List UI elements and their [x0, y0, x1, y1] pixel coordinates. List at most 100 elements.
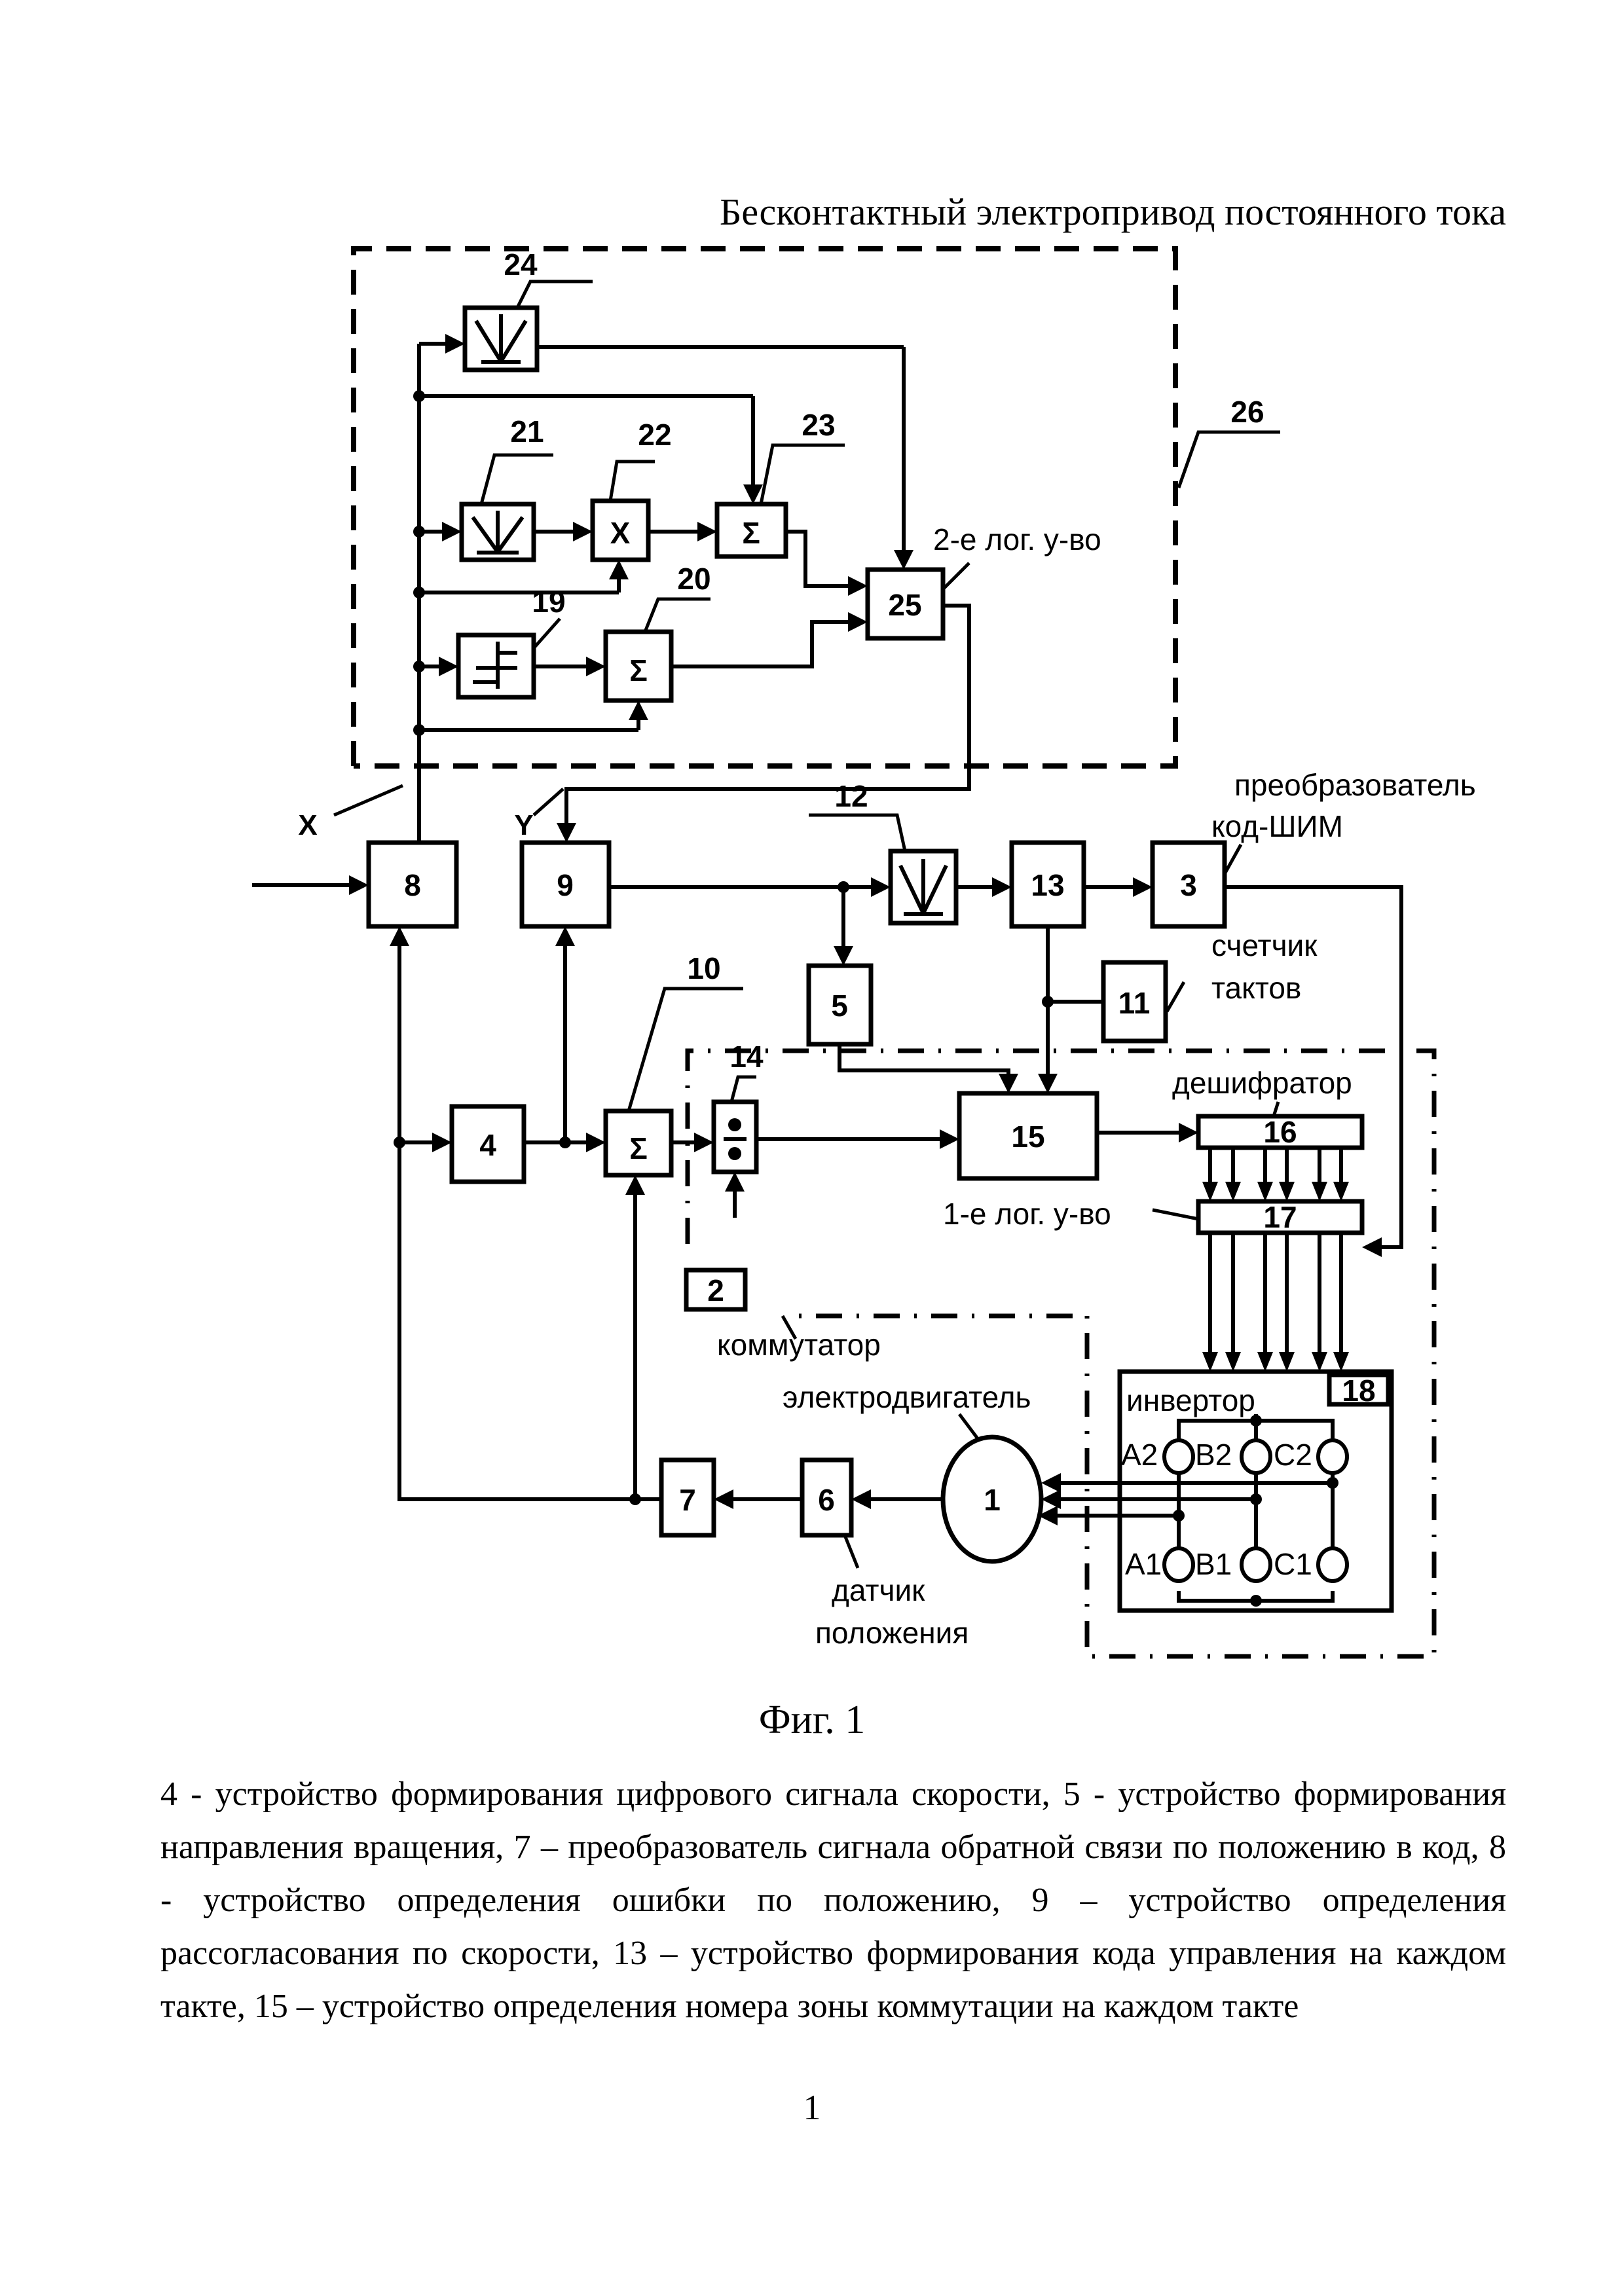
- switch-c2-label: C2: [1274, 1438, 1312, 1472]
- block-15-zone-number: 15: [957, 1091, 1099, 1181]
- feedback-bus: [390, 926, 645, 1505]
- page-number: 1: [803, 2088, 821, 2127]
- block-24-rectifier: 24: [462, 247, 593, 373]
- label-26: 26: [1230, 395, 1264, 429]
- switch-b2-label: B2: [1195, 1438, 1232, 1472]
- label-22: 22: [638, 418, 671, 452]
- arrow-into-17-side: [1362, 1237, 1382, 1257]
- phase-lines: [1038, 1473, 1338, 1525]
- converter-label-line1: преобразователь: [1234, 768, 1476, 802]
- label-18: 18: [1342, 1374, 1375, 1408]
- wire-23-25: [786, 530, 855, 588]
- block-10-summator: Σ 10: [603, 951, 743, 1178]
- arrow-into-9-bottom: [555, 926, 575, 946]
- label-19: 19: [532, 585, 565, 619]
- switch-c1: [1316, 1546, 1349, 1583]
- unit-26-boundary: [351, 246, 1178, 769]
- multiply-symbol: X: [610, 516, 631, 550]
- block-21-rectifier: 21: [459, 414, 553, 562]
- switch-a1-label: A1: [1125, 1547, 1162, 1581]
- block-18-inverter: 18 инвертор A2 B2 C2 A1 B1 C1: [1117, 1369, 1394, 1613]
- logic2-label: 2-е лог. у-во: [933, 522, 1101, 556]
- signal-y-label: Y: [514, 809, 533, 841]
- block-5-direction: 5: [806, 963, 874, 1047]
- arrow-into-12: [871, 877, 891, 897]
- label-21: 21: [510, 414, 544, 448]
- arrow-into-15: [940, 1129, 959, 1149]
- switch-b1: [1240, 1546, 1272, 1583]
- label-8: 8: [404, 868, 421, 902]
- arrow-into-16: [1179, 1123, 1198, 1142]
- block-13-control-code: 13: [1009, 840, 1086, 929]
- label-20: 20: [677, 562, 710, 596]
- arrow-13-into-15: [1038, 1074, 1058, 1093]
- arrow-into-20: [586, 657, 606, 676]
- sum-symbol: Σ: [629, 653, 648, 687]
- document-title: Бесконтактный электропривод постоянного …: [720, 191, 1506, 233]
- label-12: 12: [834, 779, 868, 813]
- block-23-summator: Σ 23: [714, 408, 845, 559]
- arrow-into-13: [992, 877, 1012, 897]
- block-6-position-sensor: 6 датчик положения: [800, 1457, 969, 1650]
- sensor-label-line1: датчик: [832, 1573, 925, 1607]
- label-13: 13: [1031, 868, 1064, 902]
- block-14-divider: 14: [711, 1040, 764, 1175]
- arrow-into-22: [573, 522, 593, 541]
- sum-symbol: Σ: [742, 516, 760, 550]
- switch-c1-label: C1: [1274, 1547, 1312, 1581]
- block-8-position-error: 8: [366, 840, 459, 929]
- arrow-into-7: [714, 1489, 733, 1509]
- label-4: 4: [479, 1128, 496, 1162]
- label-15: 15: [1011, 1120, 1044, 1154]
- label-1: 1: [984, 1483, 1001, 1517]
- motor-label: электродвигатель: [783, 1380, 1031, 1414]
- switch-a1: [1162, 1546, 1195, 1583]
- arrow-into-25-b: [848, 612, 868, 632]
- switch-b2: [1240, 1438, 1272, 1475]
- decoder-label: дешифратор: [1172, 1066, 1352, 1100]
- arrow-into-25-top: [894, 550, 913, 570]
- block-2-commutator-tag: 2 коммутатор: [684, 1267, 881, 1362]
- label-14: 14: [729, 1040, 764, 1074]
- wire-25-to-9-y: [564, 604, 971, 828]
- label-6: 6: [818, 1483, 835, 1517]
- label-16: 16: [1263, 1115, 1297, 1149]
- block-7-feedback-converter: 7: [659, 1457, 716, 1538]
- label-23: 23: [802, 408, 835, 442]
- commutator-label: коммутатор: [717, 1328, 881, 1362]
- label-7: 7: [679, 1483, 696, 1517]
- switch-c2: [1316, 1438, 1349, 1475]
- inverter-label: инвертор: [1126, 1383, 1255, 1417]
- block-19-deadzone: 19: [456, 585, 566, 700]
- label-5: 5: [831, 989, 848, 1023]
- block-22-multiplier: X 22: [590, 418, 672, 562]
- wire-20-25: [671, 620, 855, 668]
- label-3: 3: [1180, 868, 1197, 902]
- block-9-speed-mismatch: 9: [519, 840, 612, 929]
- arrow-5-into-15: [999, 1074, 1018, 1093]
- label-2: 2: [707, 1273, 724, 1307]
- logic1-label: 1-е лог. у-во: [943, 1197, 1111, 1231]
- arrow-into-3: [1133, 877, 1153, 897]
- arrow-into-9-top: [557, 823, 576, 843]
- label-24: 24: [504, 247, 538, 282]
- leader-26: 26: [1177, 395, 1280, 488]
- figure-legend: 4 - устройство формирования цифрового си…: [160, 1776, 1506, 2025]
- label-25: 25: [888, 588, 921, 622]
- block-17-logic1: 17 1-е лог. у-во: [943, 1197, 1365, 1235]
- sum-symbol: Σ: [629, 1131, 648, 1165]
- motor-1: 1 электродвигатель: [783, 1380, 1044, 1564]
- bus-17-18: [1202, 1233, 1349, 1372]
- switch-a2: [1162, 1438, 1195, 1475]
- bus-x: [413, 334, 763, 843]
- figure-caption: Фиг. 1: [758, 1698, 866, 1742]
- label-10: 10: [687, 951, 720, 985]
- arrow-into-8: [349, 875, 369, 895]
- switch-a2-label: A2: [1121, 1438, 1158, 1472]
- block-3-pwm-converter: 3 преобразователь код-ШИМ: [1150, 768, 1476, 929]
- converter-label-line2: код-ШИМ: [1211, 809, 1343, 843]
- label-17: 17: [1263, 1200, 1297, 1234]
- block-16-decoder: 16 дешифратор: [1172, 1066, 1365, 1150]
- signal-x-label: X: [298, 809, 317, 841]
